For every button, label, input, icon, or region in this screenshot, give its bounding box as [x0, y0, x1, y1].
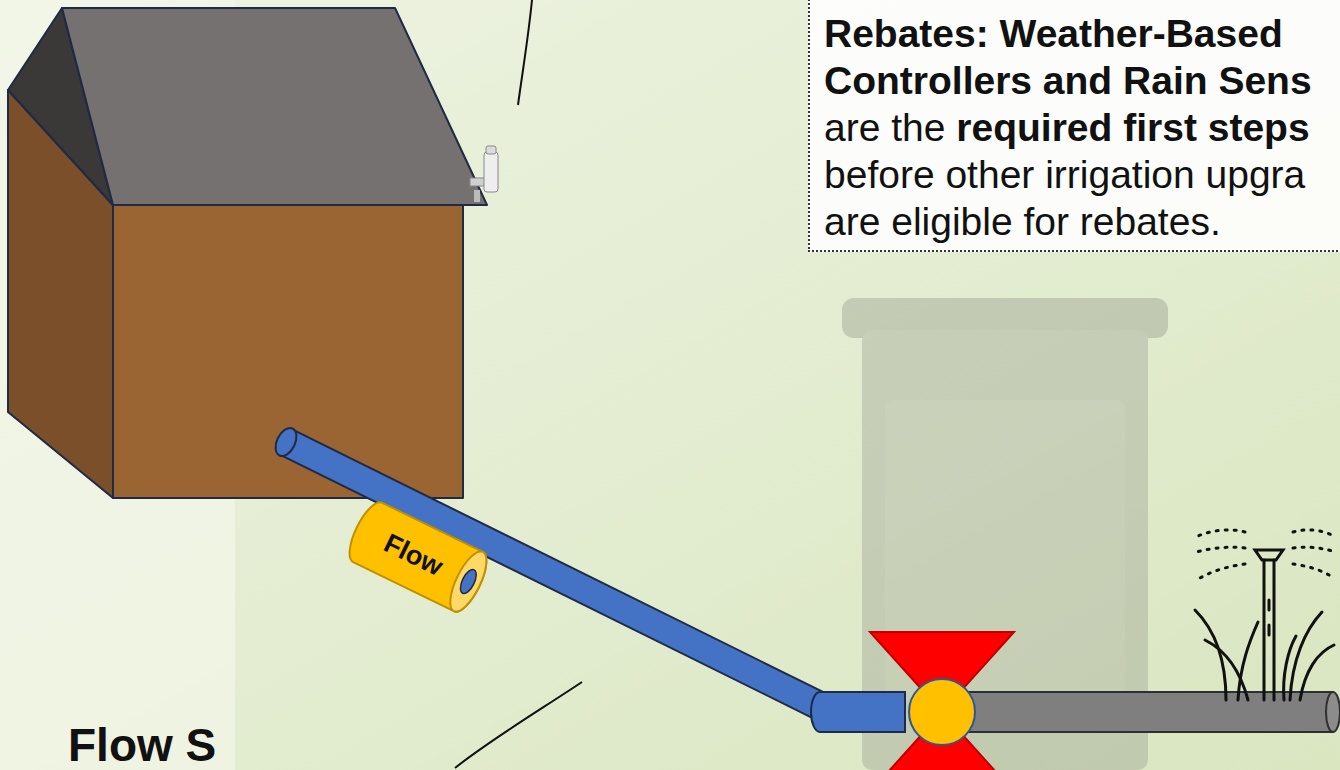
note-text: before other irrigation upgra are eligib…	[824, 151, 1340, 245]
cylinder-face	[443, 547, 494, 617]
callout-label: Flow S	[68, 722, 216, 768]
note-text: required first steps	[956, 106, 1309, 149]
rain-sensor	[470, 146, 498, 202]
water-pipe	[271, 425, 905, 732]
leader-line	[518, 0, 532, 105]
sprinkler-icon	[1195, 530, 1336, 700]
note-text: are the	[824, 106, 945, 149]
valve-symbol	[870, 632, 1014, 770]
gray-pipe	[943, 692, 1340, 732]
house	[8, 8, 487, 498]
leader-line	[455, 682, 582, 768]
pipe-opening	[457, 567, 479, 596]
note-heading: Rebates: Weather-Based Controllers and R…	[824, 10, 1340, 104]
rebate-note-box: Rebates: Weather-Based Controllers and R…	[808, 0, 1340, 252]
